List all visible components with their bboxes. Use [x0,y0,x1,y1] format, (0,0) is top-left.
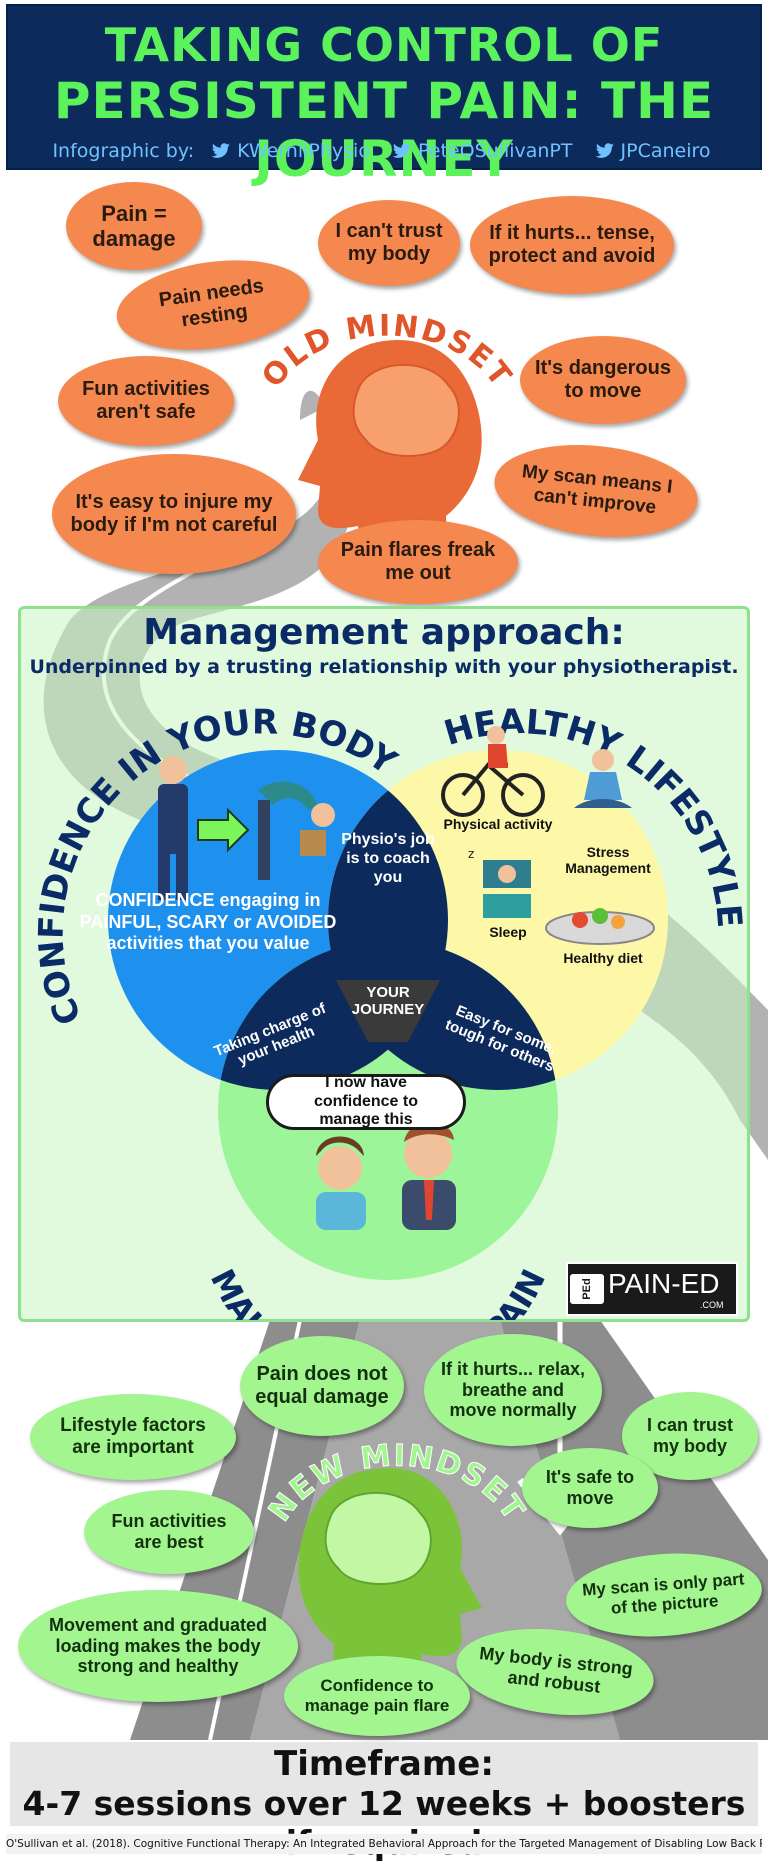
new-mindset-label: NEW MINDSET [262,1438,531,1529]
credit-handle-1[interactable]: KWernliPhysio [210,140,375,162]
new-belief-6: Fun activities are best [84,1490,254,1574]
patient-and-physio-icon [316,1122,456,1230]
old-mindset-arc-label: OLD MINDSET [255,308,519,394]
title-line-2: PERSISTENT PAIN: THE JOURNEY [53,72,715,188]
credit-handle-2-text: PeteOSullivanPT [418,140,573,162]
pain-ed-logo-name: PAIN-ED [608,1268,720,1299]
lifestyle-item-stress: Stress Management [565,844,651,877]
management-title: Management approach: [143,612,625,653]
old-mindset-label: OLD MINDSET [255,308,517,394]
pain-ed-logo[interactable]: PEd PAIN-ED .COM [566,1262,738,1316]
citation: O'Sullivan et al. (2018). Cognitive Func… [6,1834,762,1854]
credits-prefix: Infographic by: [52,140,195,162]
management-subtitle: Underpinned by a trusting relationship w… [29,656,739,678]
overlap-center [336,980,440,1042]
pain-ed-logo-domain: .COM [700,1300,724,1310]
twitter-bird-icon [595,143,614,158]
svg-text:NEW MINDSET: NEW MINDSET [262,1438,532,1528]
lifestyle-item-diet: Healthy diet [563,950,643,966]
credit-handle-3[interactable]: JPCaneiro [594,140,716,162]
healthy-food-icon [545,908,655,945]
credit-handle-2[interactable]: PeteOSullivanPT [391,140,578,162]
new-mindset-head-icon [298,1468,482,1694]
new-belief-2: If it hurts... relax, breathe and move n… [424,1334,602,1446]
title-line-1: TAKING CONTROL OF [104,18,664,72]
new-belief-10: Confidence to manage pain flare [284,1656,470,1736]
old-mindset-head-icon [298,340,482,566]
header-banner: TAKING CONTROL OF PERSISTENT PAIN: THE J… [6,4,762,188]
bicycle-icon [441,726,545,817]
timeframe-title: Timeframe: [274,1744,494,1784]
old-belief-5: Fun activities aren't safe [58,356,234,446]
overlap-right [328,940,558,1090]
overlap-top-label: Physio's job is to coach you [341,831,435,887]
person-lifting-icon [158,756,335,900]
svg-text:z: z [468,847,474,861]
overlap-left [218,940,448,1090]
overlap-center-label: YOUR JOURNEY [351,984,425,1019]
venn-diagram: CONFIDENCE IN YOUR BODY HEALTHY LIFESTYL… [32,702,750,1320]
twitter-bird-icon [392,143,411,158]
confidence-text: CONFIDENCE engaging in PAINFUL, SCARY or… [79,890,337,954]
lifestyle-item-physical-activity: Physical activity [443,816,553,832]
lifestyle-item-sleep: Sleep [489,924,527,940]
old-belief-6: It's dangerous to move [520,336,686,424]
old-belief-8: It's easy to injure my body if I'm not c… [52,454,296,574]
old-belief-2: I can't trust my body [318,200,460,286]
new-belief-8: Movement and graduated loading makes the… [18,1590,298,1702]
new-belief-5: It's safe to move [522,1448,658,1528]
sleep-icon: z [468,847,531,918]
new-mindset-arc-label: NEW MINDSET [262,1438,532,1529]
timeframe-box: Timeframe: 4-7 sessions over 12 weeks + … [10,1742,758,1862]
svg-text:OLD MINDSET: OLD MINDSET [255,308,519,394]
pain-ed-logo-mark: PEd [570,1274,604,1304]
twitter-bird-icon [211,143,230,158]
old-belief-1: Pain = damage [66,182,202,270]
old-belief-9: Pain flares freak me out [318,520,518,604]
new-belief-3: Lifestyle factors are important [30,1394,236,1480]
new-belief-1: Pain does not equal damage [240,1336,404,1436]
credit-handle-3-text: JPCaneiro [620,140,711,162]
meditation-icon [574,749,632,808]
speech-bubble: I now have confidence to manage this [266,1074,466,1130]
old-belief-3: If it hurts... tense, protect and avoid [470,196,674,294]
credit-handle-1-text: KWernliPhysio [237,140,370,162]
credits: Infographic by: KWernliPhysio PeteOSulli… [8,140,760,162]
